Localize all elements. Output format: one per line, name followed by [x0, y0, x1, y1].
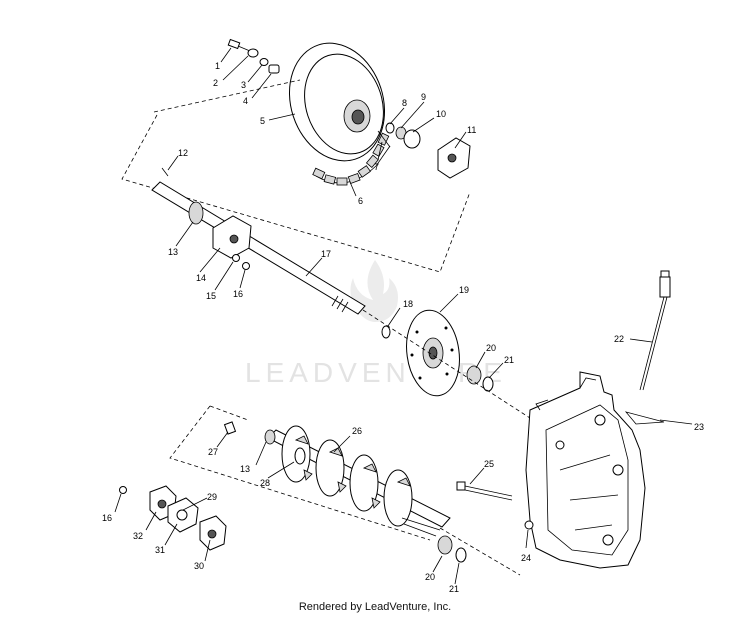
chain-outline [315, 145, 391, 184]
watermark: LEADVENTURE [245, 260, 502, 388]
callout-12: 12 [178, 148, 188, 158]
bearing-20a [466, 365, 482, 385]
bolt-1 [227, 38, 241, 50]
nut-24 [524, 520, 534, 530]
callout-15: 15 [206, 291, 216, 301]
key-12 [161, 167, 169, 177]
lower-axis-line [439, 527, 521, 576]
chaincase-body [525, 371, 646, 569]
callout-22: 22 [614, 334, 624, 344]
o-ring-21b [455, 547, 467, 563]
o-ring-21a [482, 376, 494, 392]
callout-21-lower: 21 [449, 584, 459, 594]
lower-dashed-frame [169, 405, 431, 541]
callout-17: 17 [321, 249, 331, 259]
callout-24: 24 [521, 553, 531, 563]
callout-11: 11 [467, 125, 476, 135]
bearing-13 [188, 201, 204, 225]
callout-16-lower: 16 [102, 513, 112, 523]
bushing-4 [268, 64, 280, 74]
callout-23: 23 [694, 422, 704, 432]
callout-3: 3 [241, 80, 246, 90]
nut-15 [232, 254, 240, 262]
callout-18: 18 [403, 299, 413, 309]
chaincase-housing [525, 371, 646, 569]
bolt-25-head [456, 481, 466, 491]
callout-8: 8 [402, 98, 407, 108]
drive-chain [312, 132, 390, 186]
bearing-20b [437, 535, 453, 555]
chaincase-cover [545, 404, 629, 556]
dipstick-assembly [624, 270, 671, 425]
bearing-13b [264, 429, 276, 445]
callout-32: 32 [133, 531, 143, 541]
callout-31: 31 [155, 545, 165, 555]
leader-lines [114, 47, 693, 585]
callout-28: 28 [260, 478, 270, 488]
drive-shaft-assembly [223, 421, 467, 563]
callout-6: 6 [358, 196, 363, 206]
callout-7: 7 [374, 162, 379, 172]
callout-labels: 1 2 3 4 5 6 7 8 9 10 11 12 13 14 15 16 1… [102, 61, 704, 594]
bolt-25 [464, 485, 513, 497]
bearing-flanges [119, 485, 227, 551]
callout-16-upper: 16 [233, 289, 243, 299]
dipstick-handle [659, 276, 671, 298]
washer-8 [385, 122, 395, 134]
spacer-3 [259, 58, 269, 66]
callout-27: 27 [208, 447, 218, 457]
callout-21-upper: 21 [504, 355, 514, 365]
callout-20-upper: 20 [486, 343, 496, 353]
fitting-27 [223, 421, 237, 435]
upper-axis-line [362, 309, 531, 419]
pulley-bore [351, 109, 365, 125]
callout-2: 2 [213, 78, 218, 88]
callout-13-upper: 13 [168, 247, 178, 257]
callout-19: 19 [459, 285, 469, 295]
callout-30: 30 [194, 561, 204, 571]
callout-9: 9 [421, 92, 426, 102]
nut-16 [242, 262, 250, 270]
callout-26: 26 [352, 426, 362, 436]
callout-1: 1 [215, 61, 220, 71]
callout-29: 29 [207, 492, 217, 502]
shaft-17 [151, 181, 366, 315]
upper-dashed-frame [121, 79, 471, 273]
callout-4: 4 [243, 96, 248, 106]
screw-7 [377, 130, 391, 148]
dipstick-cap [660, 270, 670, 278]
callout-25: 25 [484, 459, 494, 469]
nut-16b [119, 486, 127, 494]
snap-ring-18 [381, 325, 391, 339]
footer-credit: Rendered by LeadVenture, Inc. [298, 601, 452, 613]
washer-2 [247, 48, 259, 58]
dipstick-22 [639, 296, 665, 391]
callout-14: 14 [196, 273, 206, 283]
retainer-10 [403, 129, 421, 149]
spacer-28 [294, 447, 306, 465]
callout-20-lower: 20 [425, 572, 435, 582]
callout-13-lower: 13 [240, 464, 250, 474]
fitting-23 [624, 411, 665, 425]
upper-shaft-assembly [151, 167, 366, 315]
driven-pulley-assembly [227, 38, 471, 186]
callout-5: 5 [260, 116, 265, 126]
callout-10: 10 [436, 109, 446, 119]
